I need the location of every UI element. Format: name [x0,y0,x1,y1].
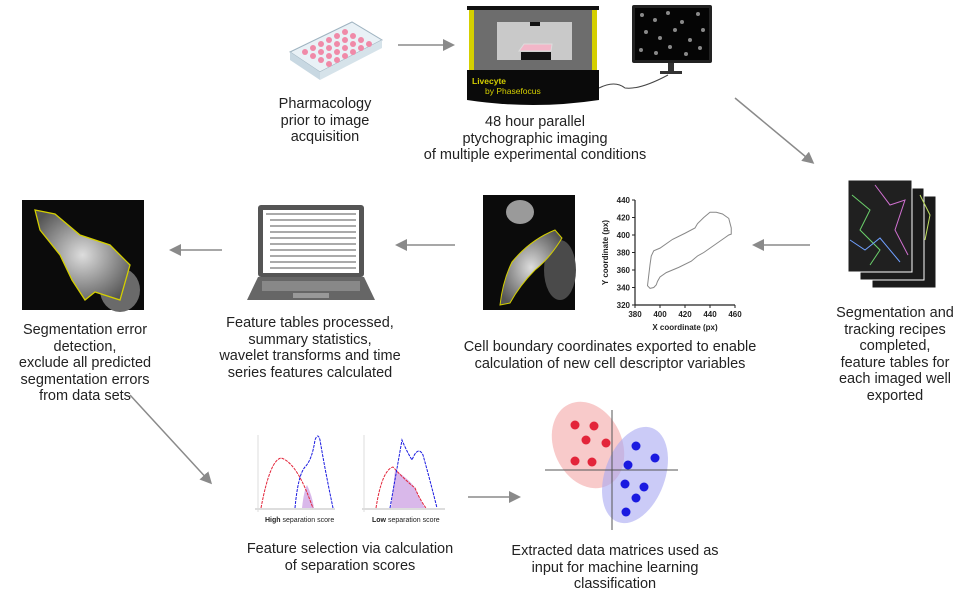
step-segmentation-tracking-caption: Segmentation and tracking recipes comple… [836,305,954,404]
y-tick-label: 400 [617,231,631,240]
segmentation-error-image [22,200,144,312]
y-tick-label: 340 [617,284,631,293]
boundary-chart: 380 400 420 440 460 320 340 360 380 400 420 440 X co… [601,196,742,332]
step-pharmacology-caption: Pharmacology prior to image acquisition [278,96,372,145]
step-feature-selection-caption: Feature selection via calculation of sep… [246,541,454,574]
y-tick-label: 380 [617,249,631,258]
low-blue-curve [389,438,438,509]
x-tick-label: 460 [728,310,742,319]
laptop-icon [247,205,375,300]
flow-arrows [129,39,815,503]
y-tick-label: 440 [617,196,631,205]
x-axis-label: X coordinate (px) [652,323,718,332]
step-segmentation-error-caption: Segmentation error detection, exclude al… [18,322,152,404]
segmentation-image-stack [847,179,937,289]
step-feature-tables-caption: Feature tables processed, summary statis… [219,315,401,381]
boundary-line [646,211,732,289]
instrument-brand: Livecyte [472,76,506,86]
well-plate-icon [288,21,384,80]
high-blue-curve [294,435,334,509]
x-tick-label: 400 [653,310,667,319]
step-imaging-caption: 48 hour parallel ptychographic imaging o… [423,114,647,163]
high-separation-label: High separation score [265,517,334,524]
y-tick-label: 420 [617,214,631,223]
classification-scatter [545,401,678,530]
y-tick-label: 360 [617,266,631,275]
step-boundary-caption: Cell boundary coordinates exported to en… [463,339,757,372]
x-tick-label: 440 [703,310,717,319]
cell-image [483,195,576,310]
step-ml-caption: Extracted data matrices used as input fo… [511,543,719,592]
instrument-maker: by Phasefocus [485,86,541,96]
x-tick-label: 420 [678,310,692,319]
high-red-curve [260,457,314,509]
arrow-imaging-to-segmentation [734,97,815,164]
y-axis-label: Y coordinate (px) [601,220,610,286]
y-tick-label: 320 [617,301,631,310]
low-separation-label: Low separation score [372,517,440,524]
x-tick-label: 380 [628,310,642,319]
low-red-curve [375,466,427,509]
arrow-errors-to-selection [129,394,213,485]
low-overlap-area [391,470,425,508]
livecyte-instrument-icon: Livecyte by Phasefocus [467,6,669,105]
monitor-icon [632,5,712,74]
density-plots: High separation score Low separation sco… [255,435,445,524]
